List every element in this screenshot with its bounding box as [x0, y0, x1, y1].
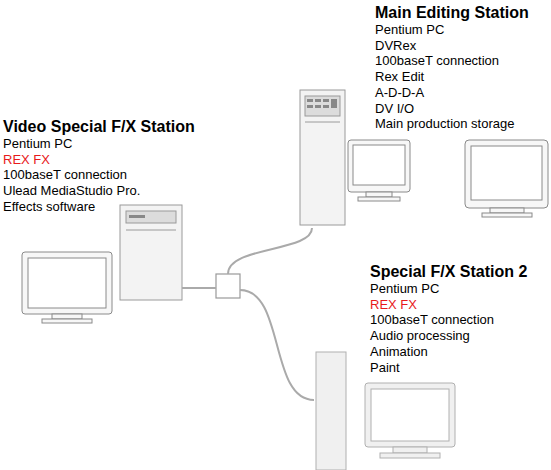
station-title: Special F/X Station 2: [370, 262, 527, 281]
network-cable: [214, 228, 312, 288]
spec-line: 100baseT connection: [370, 312, 527, 328]
monitor: [465, 140, 548, 217]
spec-line: Main production storage: [375, 116, 529, 132]
tower-computer: [300, 90, 345, 225]
station-box: Special F/X Station 2Pentium PCREX FX100…: [314, 260, 551, 470]
tower-computer: [120, 205, 182, 300]
station-text: Video Special F/X StationPentium PCREX F…: [3, 117, 195, 215]
station-box: Video Special F/X StationPentium PCREX F…: [0, 115, 214, 327]
station-title: Video Special F/X Station: [3, 117, 195, 136]
spec-line: Pentium PC: [3, 136, 195, 152]
spec-line: Rex Edit: [375, 69, 529, 85]
network-cable: [214, 288, 314, 400]
spec-line: Pentium PC: [375, 22, 529, 38]
spec-line: Effects software: [3, 199, 195, 215]
spec-line: Pentium PC: [370, 281, 527, 297]
monitor: [348, 140, 410, 201]
spec-line: DVRex: [375, 38, 529, 54]
station-box: Main Editing StationPentium PCDVRex100ba…: [298, 0, 551, 228]
cable: [182, 287, 214, 289]
spec-line: Ulead MediaStudio Pro.: [3, 183, 195, 199]
spec-line: Paint: [370, 360, 527, 376]
tower-computer: [316, 352, 346, 470]
spec-line: Animation: [370, 344, 527, 360]
network-hub: [216, 274, 240, 298]
spec-line: Audio processing: [370, 328, 527, 344]
spec-line: 100baseT connection: [3, 167, 195, 183]
spec-line: REX FX: [3, 152, 195, 168]
spec-line: REX FX: [370, 297, 527, 313]
cable-line: [214, 288, 314, 400]
station-text: Main Editing StationPentium PCDVRex100ba…: [375, 3, 529, 132]
station-title: Main Editing Station: [375, 3, 529, 22]
monitor: [22, 252, 112, 323]
monitor: [365, 383, 455, 458]
cable-line: [214, 228, 312, 288]
spec-line: 100baseT connection: [375, 53, 529, 69]
spec-line: A-D-D-A: [375, 85, 529, 101]
station-text: Special F/X Station 2Pentium PCREX FX100…: [370, 262, 527, 375]
spec-line: DV I/O: [375, 101, 529, 117]
